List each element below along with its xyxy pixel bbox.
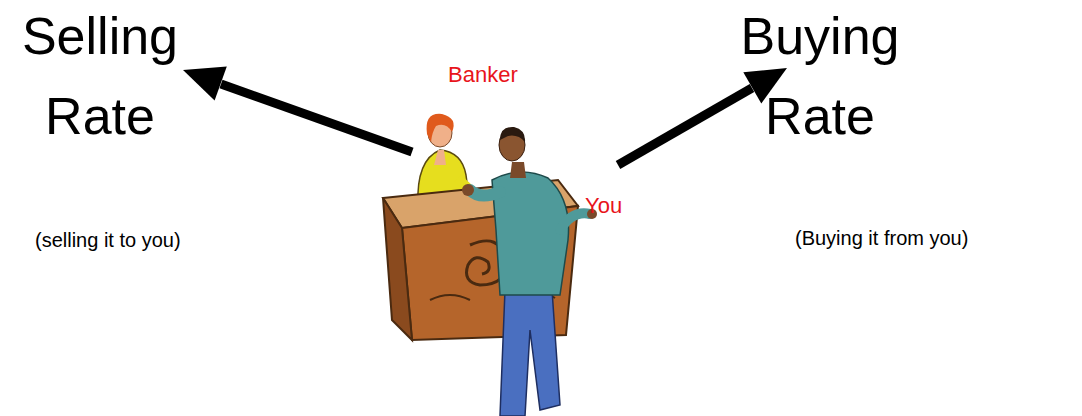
buying-arrow [618, 68, 787, 165]
rate-heading: Selling Rate [0, 0, 200, 156]
rate-note: (selling it to you) [35, 228, 181, 252]
rate-note: (Buying it from you) [795, 226, 968, 250]
customer-figure [462, 127, 597, 416]
role-label: Banker [448, 62, 518, 88]
selling-arrow [183, 67, 412, 153]
rate-heading: Buying Rate [720, 0, 920, 156]
role-label: You [585, 193, 622, 219]
